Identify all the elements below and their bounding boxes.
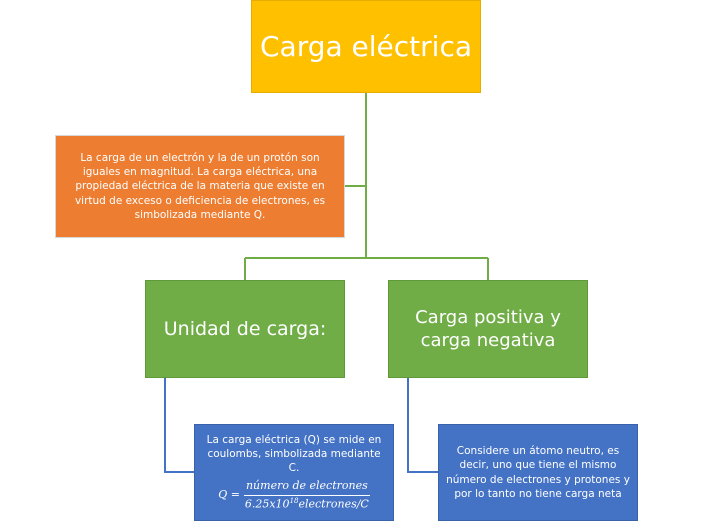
- charge-label: Carga positiva y carga negativa: [415, 306, 561, 351]
- formula-fraction: número de electrones 6.25x1018electrones…: [243, 479, 370, 513]
- formula-lhs: Q =: [218, 488, 240, 502]
- unit-label: Unidad de carga:: [163, 318, 327, 340]
- formula-numerator: número de electrones: [243, 479, 370, 496]
- formula-denominator: 6.25x1018electrones/C: [245, 496, 369, 513]
- formula-denominator-prefix: 6.25x10: [244, 497, 290, 511]
- title-text: Carga eléctrica: [259, 30, 472, 63]
- description-box: La carga de un electrón y la de un protó…: [55, 135, 345, 238]
- unit-box: Unidad de carga:: [145, 280, 345, 378]
- title-box: Carga eléctrica: [251, 0, 481, 93]
- charge-box: Carga positiva y carga negativa: [388, 280, 588, 378]
- connector-unit-detail: [164, 378, 194, 473]
- formula-denominator-suffix: electrones/C: [298, 497, 369, 511]
- unit-detail-box: La carga eléctrica (Q) se mide en coulom…: [194, 424, 394, 521]
- formula-denominator-exp: 18: [289, 496, 299, 505]
- description-text: La carga de un electrón y la de un protó…: [74, 152, 326, 221]
- charge-detail-box: Considere un átomo neutro, es decir, uno…: [438, 424, 638, 521]
- unit-detail-text: La carga eléctrica (Q) se mide en coulom…: [206, 433, 382, 474]
- charge-formula: Q = número de electrones 6.25x1018electr…: [218, 479, 370, 512]
- charge-detail-text: Considere un átomo neutro, es decir, uno…: [446, 445, 630, 500]
- connector-charge-detail: [407, 378, 438, 473]
